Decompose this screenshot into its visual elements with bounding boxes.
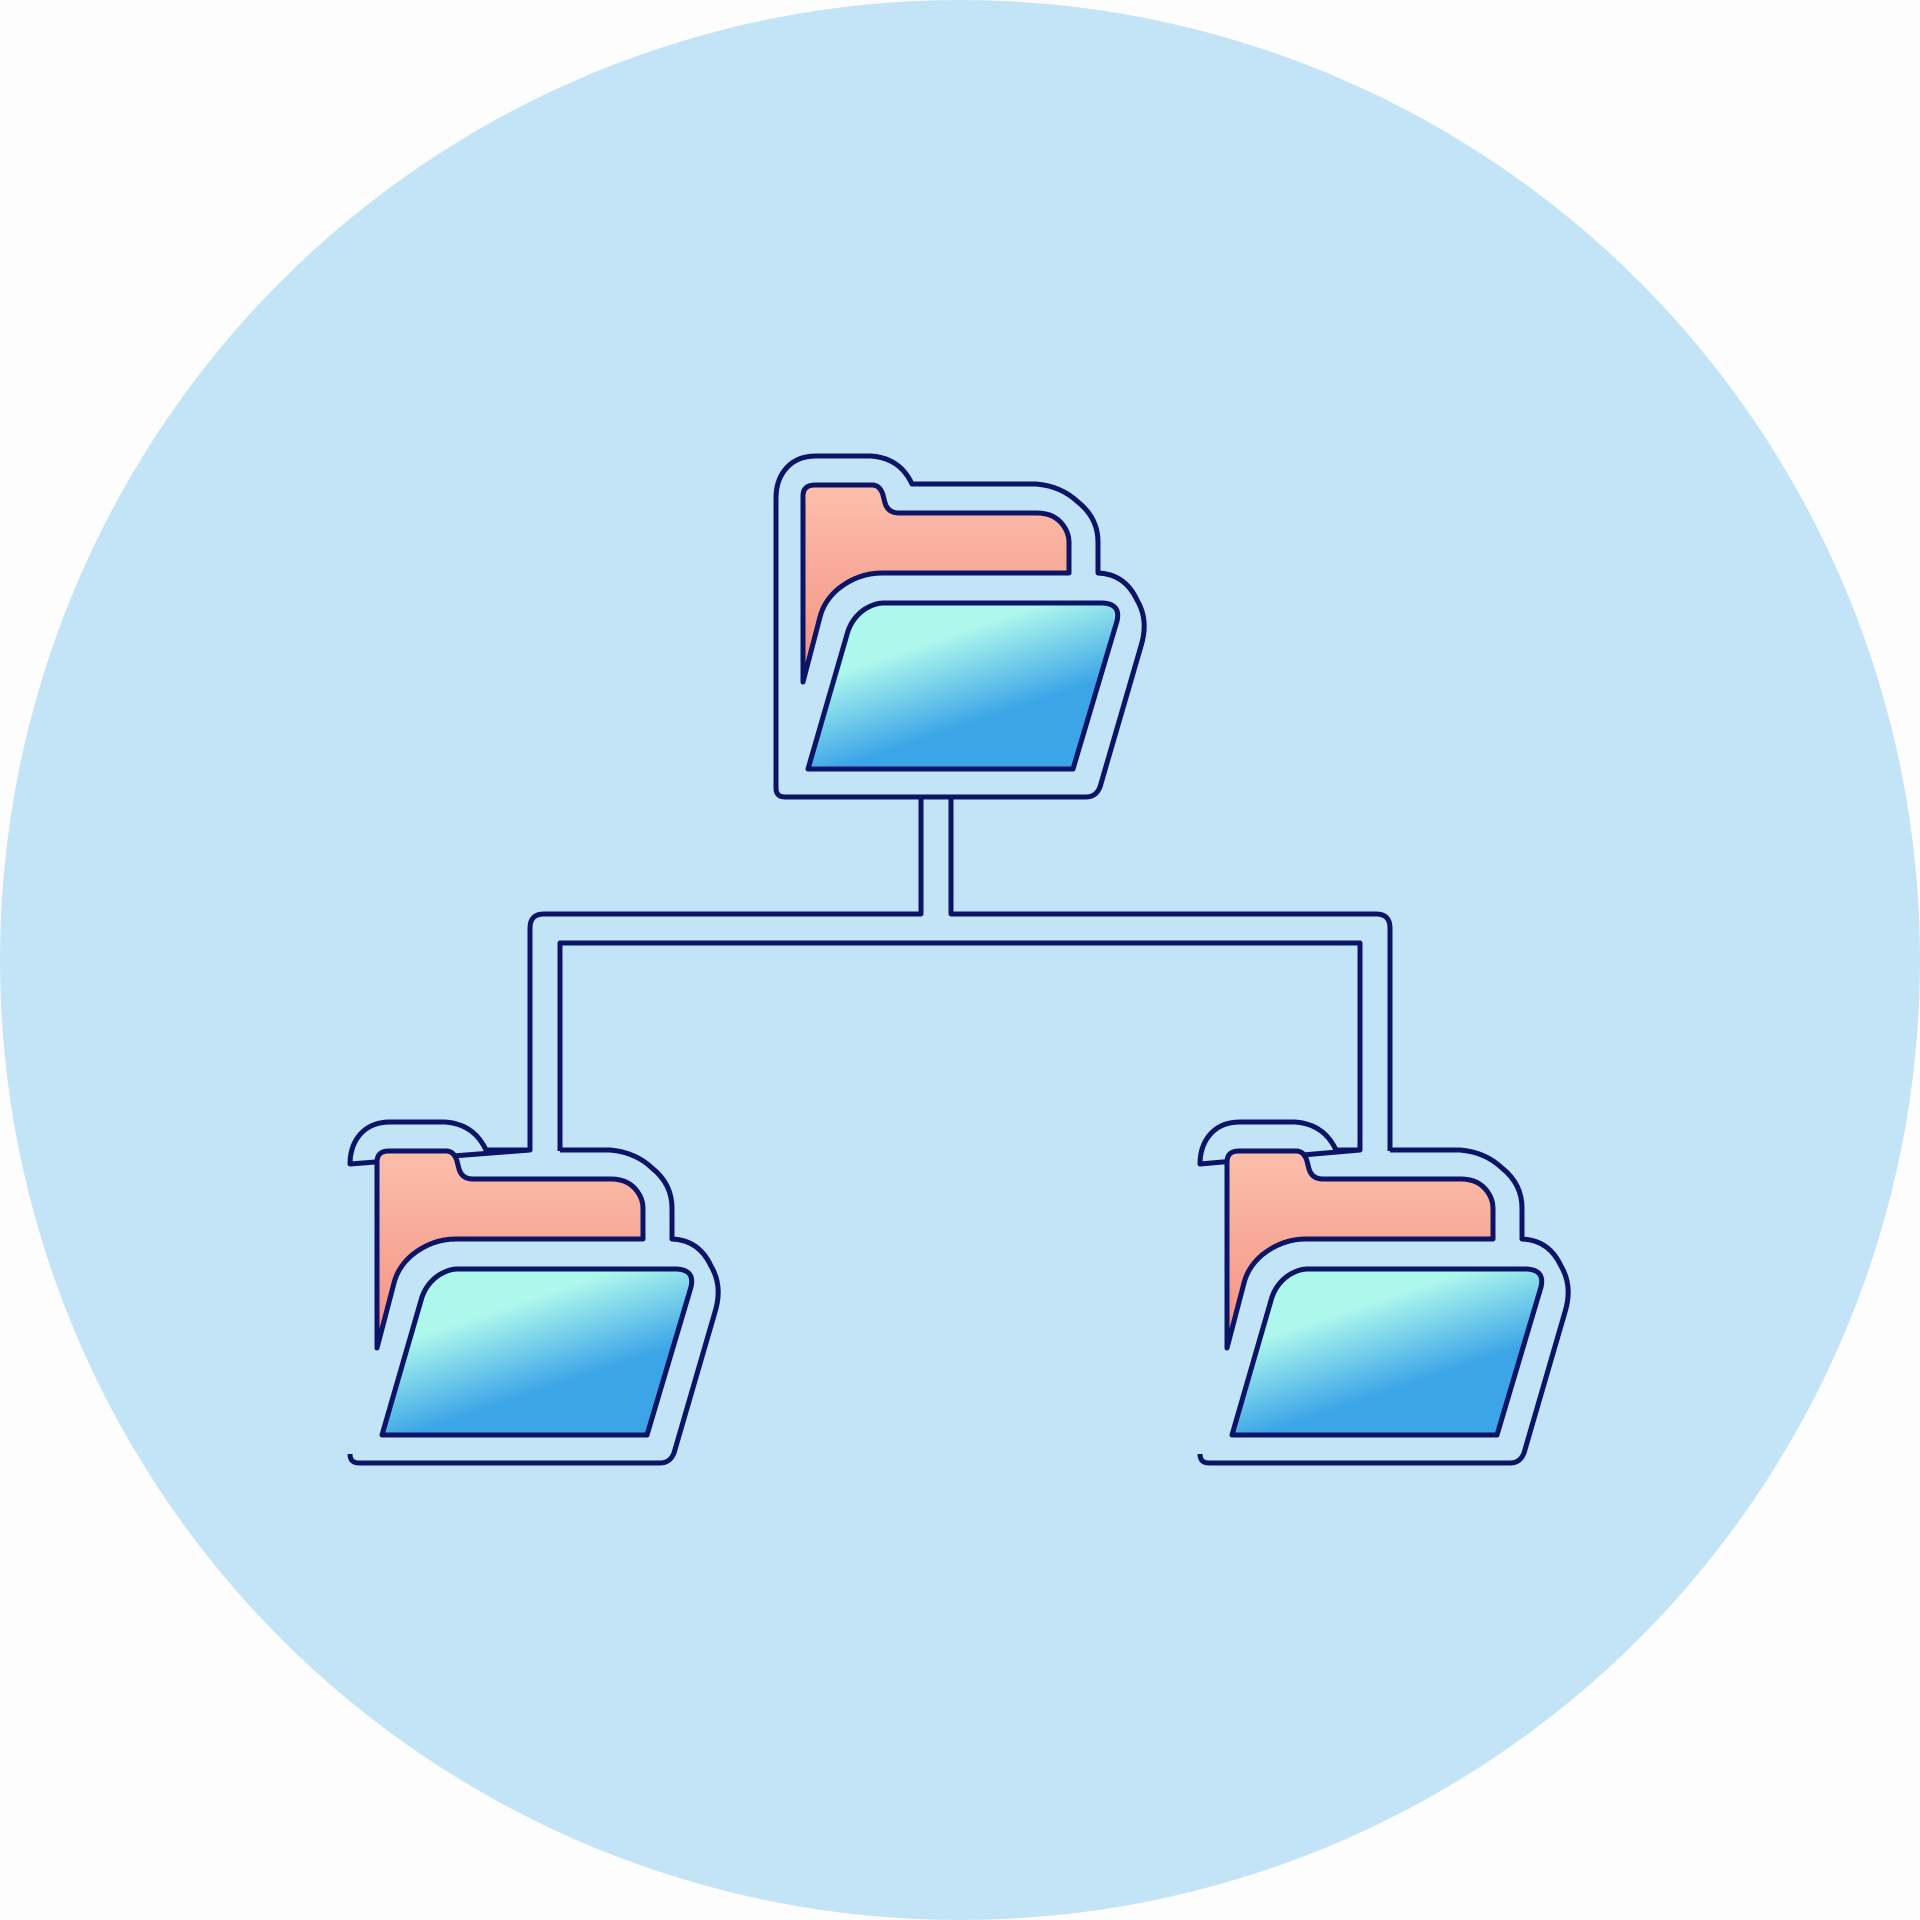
right-child-folder-icon (1197, 1119, 1571, 1466)
folder-shell (347, 1119, 721, 1466)
folder-shell (773, 453, 1147, 800)
folder-back-panel (374, 1148, 646, 1351)
folder-back-panel (1224, 1148, 1496, 1351)
folder-shell (1197, 1119, 1571, 1466)
tree-connector (527, 795, 1393, 1151)
folder-front-panel (379, 1266, 695, 1438)
left-child-folder-icon (347, 1119, 721, 1466)
folder-front-panel (1229, 1266, 1545, 1438)
root-folder-icon (773, 453, 1147, 800)
folder-front-panel (805, 600, 1121, 772)
folder-back-panel (800, 482, 1072, 685)
